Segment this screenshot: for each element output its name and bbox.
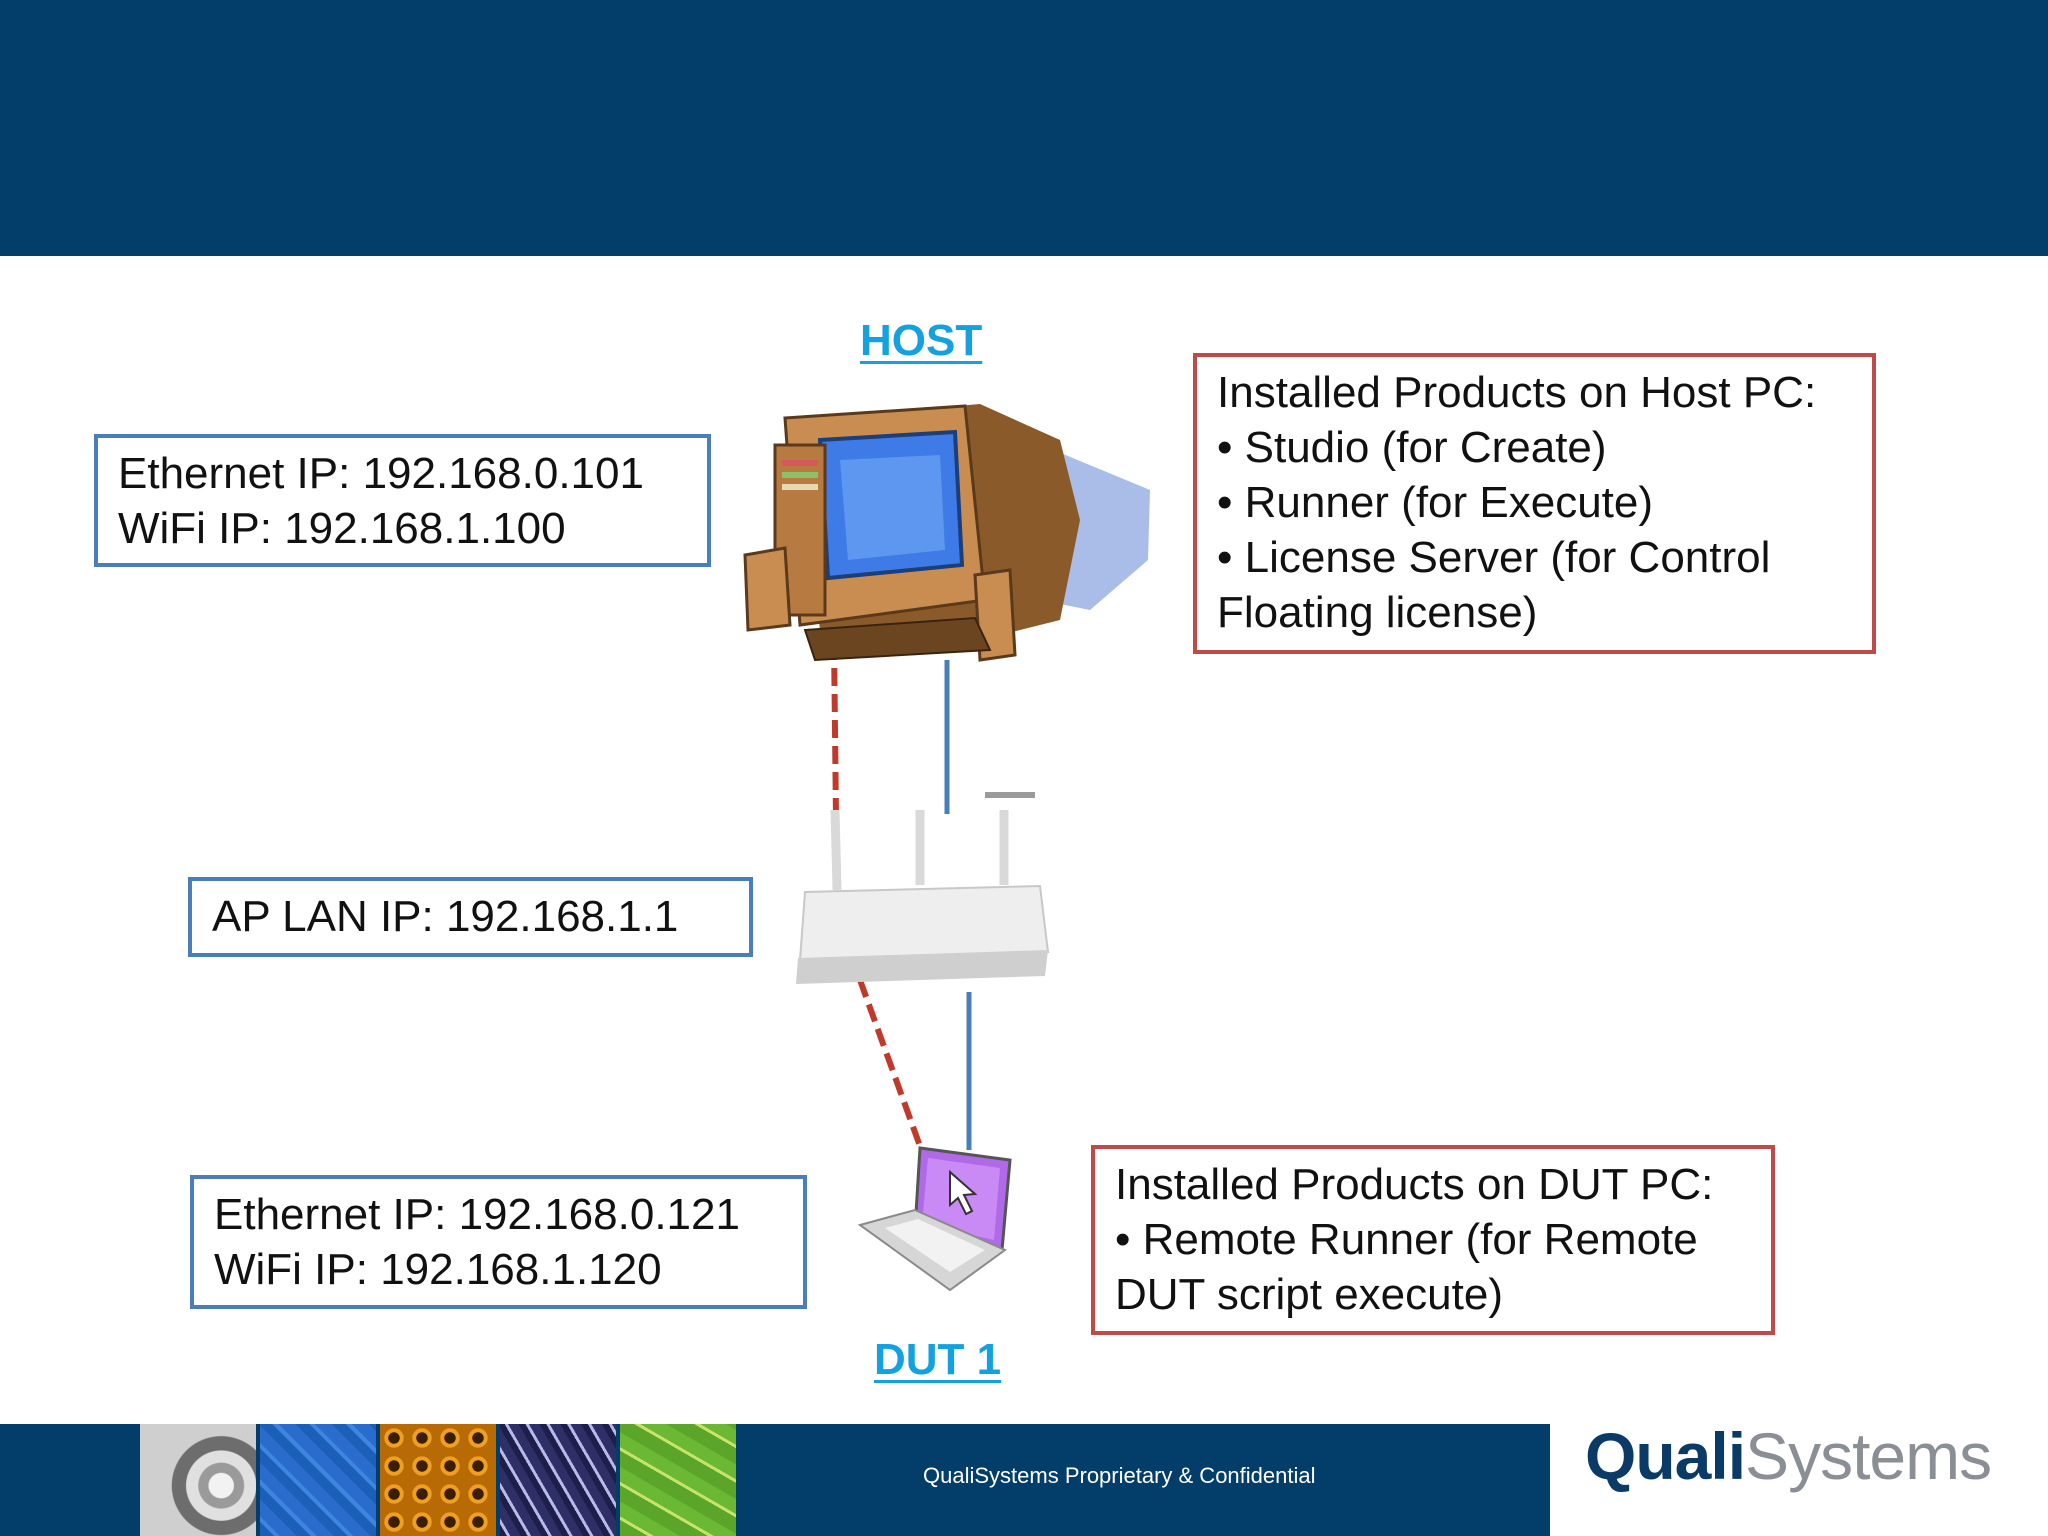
host-ap-ethernet-link — [831, 641, 839, 819]
access-point-icon — [796, 792, 1050, 984]
ap-ip-box: AP LAN IP: 192.168.1.1 — [188, 877, 753, 957]
dut-product-remote-runner: • Remote Runner (for Remote — [1115, 1215, 1698, 1264]
dut-ethernet-ip: Ethernet IP: 192.168.0.121 — [214, 1190, 740, 1239]
host-product-license-server: • License Server (for Control — [1217, 533, 1771, 582]
dut-product-remote-runner-cont: DUT script execute) — [1115, 1270, 1503, 1319]
host-products-heading: Installed Products on Host PC: — [1217, 368, 1817, 417]
host-ip-box: Ethernet IP: 192.168.0.101 WiFi IP: 192.… — [94, 434, 711, 567]
top-banner — [0, 0, 2048, 256]
confidential-notice: QualiSystems Proprietary & Confidential — [923, 1463, 1316, 1488]
host-product-runner: • Runner (for Execute) — [1217, 478, 1654, 527]
dut-products-heading: Installed Products on DUT PC: — [1115, 1160, 1714, 1209]
host-label: HOST — [860, 316, 983, 365]
dut-laptop-icon — [857, 1146, 1012, 1292]
dut-label: DUT 1 — [874, 1335, 1002, 1384]
footer-image-leaf — [620, 1424, 736, 1536]
footer-image-circuit — [260, 1424, 376, 1536]
footer-image-fibers — [500, 1424, 616, 1536]
network-diagram — [743, 404, 1150, 1292]
host-products-box: Installed Products on Host PC: • Studio … — [1193, 353, 1876, 654]
ap-dut-ethernet-link — [857, 978, 928, 1162]
host-product-license-server-cont: Floating license) — [1217, 588, 1538, 637]
host-wifi-ip: WiFi IP: 192.168.1.100 — [118, 504, 566, 553]
host-computer-icon — [743, 404, 1150, 662]
footer-logo-panel — [1550, 1424, 2048, 1536]
dut-wifi-ip: WiFi IP: 192.168.1.120 — [214, 1245, 662, 1294]
host-ethernet-ip: Ethernet IP: 192.168.0.101 — [118, 449, 644, 498]
qualisystems-logo: QualiSystems — [1585, 1418, 1992, 1494]
footer-image-honeycomb — [380, 1424, 496, 1536]
host-product-studio: • Studio (for Create) — [1217, 423, 1607, 472]
logo-quali: Quali — [1585, 1419, 1746, 1493]
ap-lan-ip: AP LAN IP: 192.168.1.1 — [212, 892, 679, 941]
dut-ip-box: Ethernet IP: 192.168.0.121 WiFi IP: 192.… — [190, 1175, 807, 1309]
logo-systems: Systems — [1745, 1419, 1992, 1493]
footer-image-turbine — [140, 1424, 256, 1536]
dut-products-box: Installed Products on DUT PC: • Remote R… — [1091, 1145, 1775, 1335]
